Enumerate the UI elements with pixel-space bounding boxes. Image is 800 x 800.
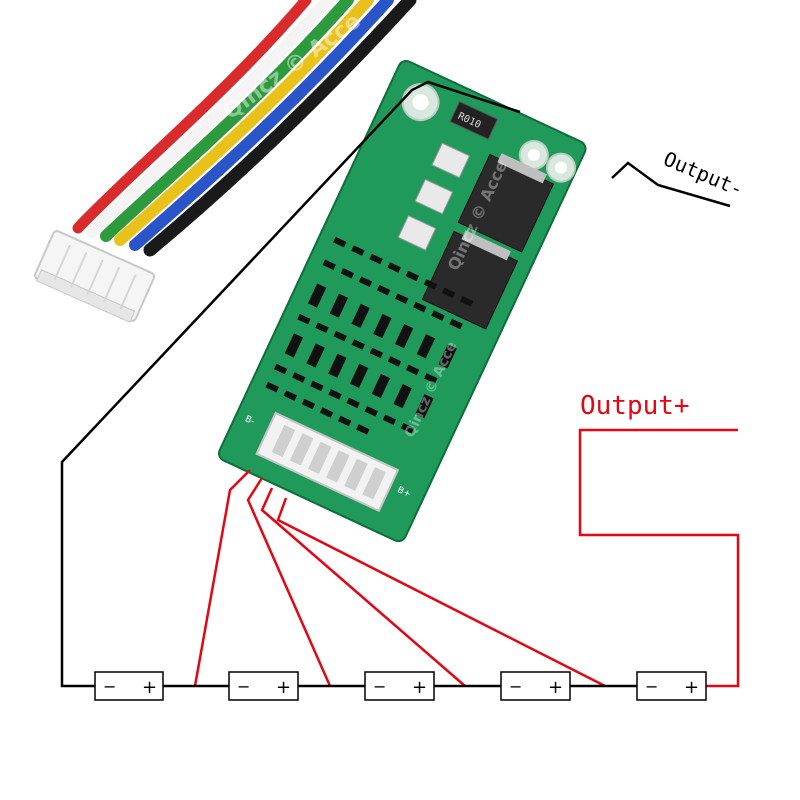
- connector-slot: [119, 274, 137, 310]
- battery-cell-body: [364, 671, 435, 701]
- mosfet-1-tab: [497, 153, 547, 184]
- cable-wire-white: [86, 0, 334, 238]
- balance-wire-3: [260, 487, 466, 687]
- battery-cell-body: [636, 671, 707, 701]
- connector-slot: [70, 252, 88, 288]
- battery-cell-plus: +: [684, 677, 699, 698]
- mounting-hole-b-minus: [401, 83, 440, 122]
- battery-cell-minus: −: [373, 677, 386, 696]
- battery-cell-minus: −: [509, 677, 522, 696]
- balance-wire-1: [193, 469, 251, 687]
- battery-cell-minus: −: [103, 677, 116, 696]
- mosfet-group: [397, 142, 555, 330]
- board-balance-connector: [255, 411, 400, 513]
- cable-connector: [34, 230, 156, 323]
- battery-cell: − +: [636, 671, 707, 701]
- cable-wire-green: [100, 0, 354, 242]
- battery-cell: − +: [364, 671, 435, 701]
- connector-slot: [86, 259, 104, 295]
- small-transistor-1: [431, 142, 471, 179]
- cable-wires: [72, 0, 417, 257]
- shunt-resistor: [449, 100, 499, 140]
- cable-wire-yellow: [114, 0, 374, 246]
- cable-wire-blue: [129, 0, 394, 251]
- bms-board: R010 B- B+ Qincz © Acce Qincz: [218, 59, 587, 543]
- small-transistor-2: [414, 178, 454, 215]
- battery-cell: − +: [94, 671, 164, 701]
- connector-slot: [53, 244, 71, 281]
- board-connector-pins: [271, 424, 386, 500]
- battery-cell-minus: −: [645, 677, 658, 696]
- small-transistor-3: [397, 214, 437, 251]
- output-minus-leader: [611, 161, 731, 208]
- battery-cell-plus: +: [412, 677, 427, 698]
- output-plus-label: Output+: [580, 391, 690, 421]
- cable-wire-black: [143, 0, 417, 257]
- battery-cells: − + − + − + − + − +: [94, 671, 707, 701]
- battery-cell: − +: [500, 671, 571, 701]
- output-plus-wire: [578, 428, 740, 688]
- mounting-hole-output-b: [546, 152, 577, 183]
- positive-wires: [193, 428, 740, 688]
- battery-cell-body: [500, 671, 571, 701]
- battery-cell-body: [94, 671, 164, 701]
- output-minus-label: Output-: [660, 147, 747, 202]
- balance-wire-2: [246, 477, 332, 687]
- battery-cell-plus: +: [276, 677, 291, 698]
- negative-wire: [60, 80, 731, 688]
- battery-cell: − +: [228, 671, 299, 701]
- cable-wire-red: [72, 0, 312, 234]
- battery-cell-body: [228, 671, 299, 701]
- mosfet-2-tab: [461, 230, 511, 261]
- battery-cell-plus: +: [142, 677, 157, 698]
- board-b-minus-label: B-: [243, 414, 256, 427]
- balance-cable: Qincz © Acce: [34, 0, 417, 323]
- battery-cell-plus: +: [548, 677, 563, 698]
- smd-components: [265, 236, 474, 435]
- balance-wire-4: [276, 497, 606, 688]
- connector-slot: [102, 266, 121, 303]
- battery-cell-minus: −: [237, 677, 250, 696]
- b-minus-wire: [60, 80, 521, 688]
